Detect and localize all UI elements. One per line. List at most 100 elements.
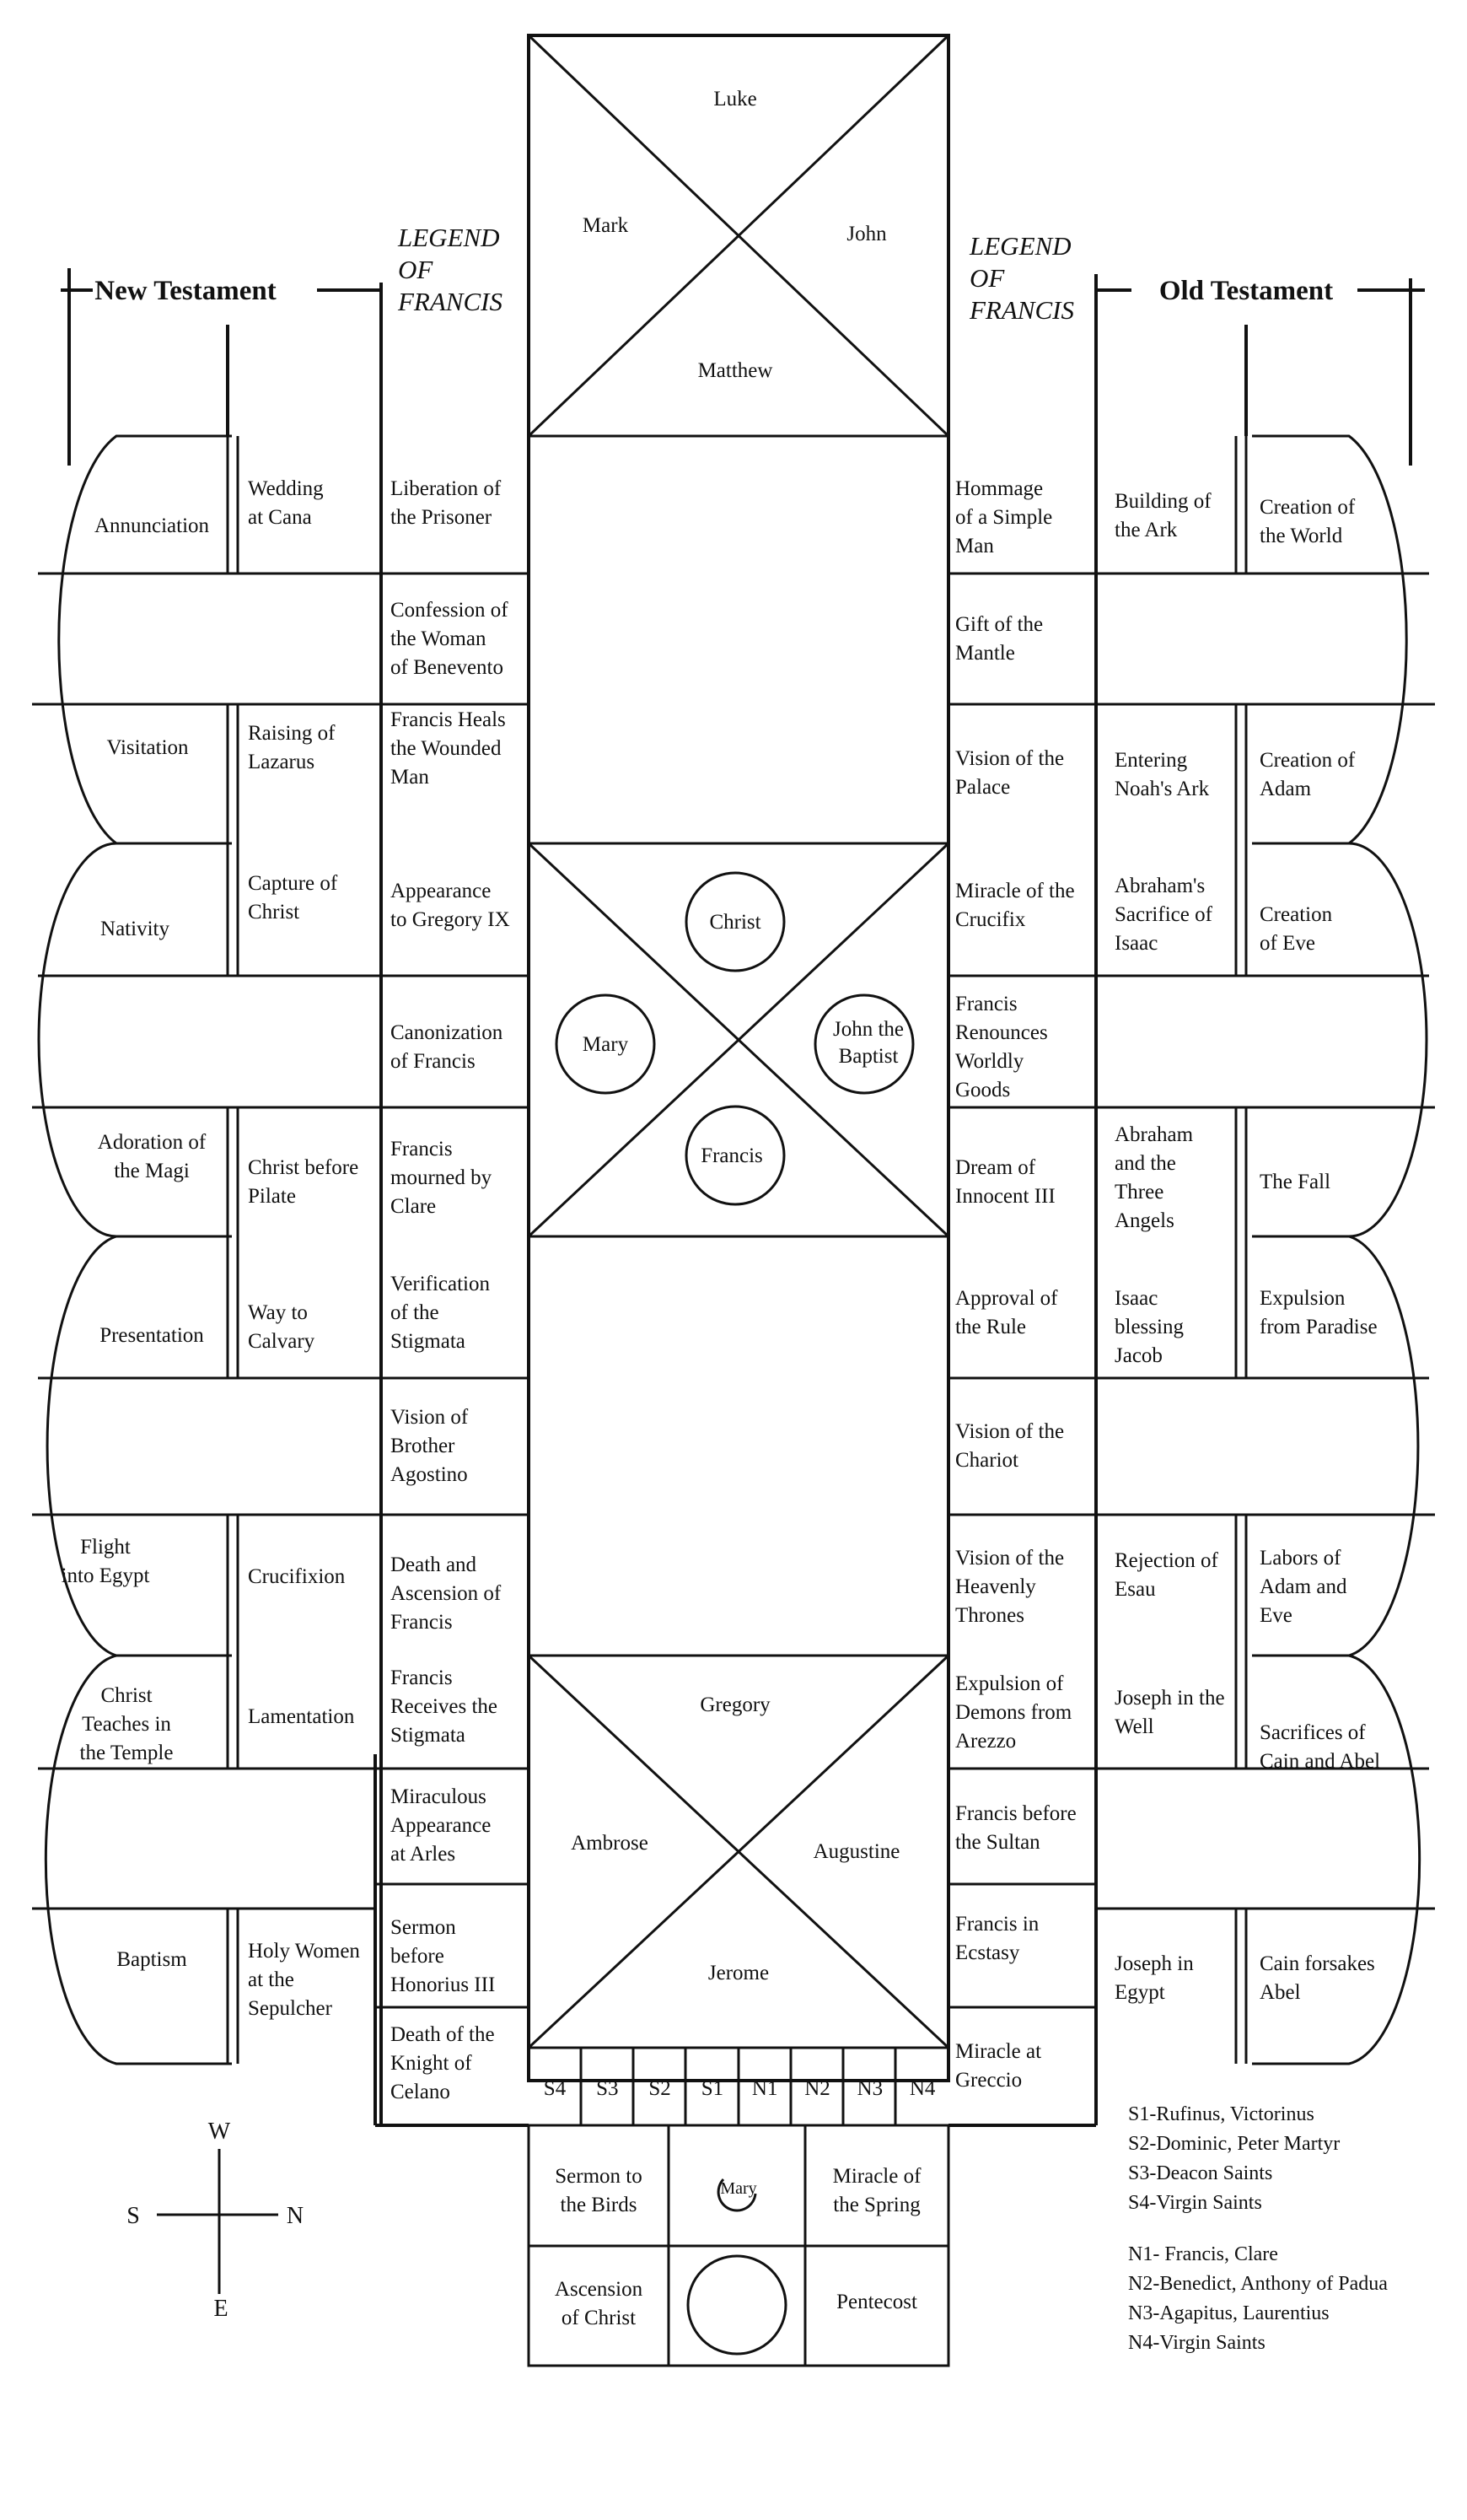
legend-right-panel: Arezzo xyxy=(955,1730,1016,1753)
legend-left-header: LEGEND OF FRANCIS xyxy=(397,223,502,316)
left-aisle-rows xyxy=(32,572,381,1910)
nt-outer-panel: Adoration of xyxy=(98,1131,207,1154)
legend-right-panel: Hommage xyxy=(955,477,1043,500)
ot-outer-panel: Creation of xyxy=(1260,496,1356,519)
right-lobe-3 xyxy=(1252,1235,1420,1657)
medallion-christ-label: Christ xyxy=(709,911,760,934)
legend-left-panel: at Arles xyxy=(390,1843,455,1866)
legend-right-panel: Vision of the xyxy=(955,1420,1064,1443)
legend-left-panel: Clare xyxy=(390,1195,436,1218)
legend-right-panel: Demons from xyxy=(955,1701,1072,1724)
left-lobe-4 xyxy=(44,1654,232,2065)
vault-mark: Mark xyxy=(583,214,629,237)
nt-outer-panel: Teaches in xyxy=(82,1713,171,1736)
legend-left-panel: Confession of xyxy=(390,599,508,622)
ot-mid-panel: Jacob xyxy=(1115,1344,1163,1367)
legend-right-panel: Goods xyxy=(955,1079,1010,1101)
legend-left-panel: the Wounded xyxy=(390,737,502,760)
legend-left-panel: to Gregory IX xyxy=(390,908,510,931)
medallion-baptist-label: Baptist xyxy=(839,1045,899,1068)
saint-cell-label: S4 xyxy=(544,2077,567,2100)
compass-rose xyxy=(157,2149,278,2294)
ot-mid-panel: Esau xyxy=(1115,1578,1156,1601)
ot-mid-panel: Entering xyxy=(1115,749,1188,772)
ot-mid-panel: Sacrifice of xyxy=(1115,903,1213,926)
nt-mid-panel: Raising of xyxy=(248,722,336,745)
nt-outer-panel: Visitation xyxy=(106,736,189,759)
nt-outer-panel: Presentation xyxy=(99,1324,204,1347)
legend-right-panel: Worldly xyxy=(955,1050,1024,1073)
compass-n: N xyxy=(287,2203,304,2229)
legend-left-line: FRANCIS xyxy=(397,287,502,316)
medallion-mary xyxy=(555,993,656,1095)
nt-outer-panel: Christ xyxy=(100,1684,152,1707)
ot-mid-panel: Noah's Ark xyxy=(1115,778,1210,800)
ot-mid-panel: Abraham's xyxy=(1115,875,1205,897)
legend-left-panel: Stigmata xyxy=(390,1724,465,1747)
legend-right-panel: Dream of xyxy=(955,1156,1036,1179)
legend-right-line: LEGEND xyxy=(969,231,1072,261)
legend-left-panel: Appearance xyxy=(390,880,491,902)
legend-left-panel: Honorius III xyxy=(390,1973,495,1996)
old-testament-header: Old Testament xyxy=(1159,276,1333,306)
nt-mid-panel: Christ before xyxy=(248,1156,358,1179)
legend-left-panel: Ascension of xyxy=(390,1582,502,1605)
right-aisle-rows xyxy=(1096,572,1435,1910)
legend-left-panel: Stigmata xyxy=(390,1330,465,1353)
ot-outer-panel: Cain and Abel xyxy=(1260,1750,1380,1773)
left-lobe-3 xyxy=(46,1235,232,1657)
legend-left-panel: of Francis xyxy=(390,1050,476,1073)
ot-mid-panel: Three xyxy=(1115,1181,1163,1203)
legend-left-panel: Miraculous xyxy=(390,1785,486,1808)
ot-mid-panel: Isaac xyxy=(1115,932,1158,955)
header-brackets xyxy=(61,268,1425,466)
ot-mid-panel: the Ark xyxy=(1115,519,1178,541)
aisle-double-lines xyxy=(226,436,1248,2064)
nt-mid-panel: Calvary xyxy=(248,1330,315,1353)
right-lobe-1 xyxy=(1252,434,1408,845)
nt-outer-panel: into Egypt xyxy=(62,1564,150,1587)
key-entry: N3-Agapitus, Laurentius xyxy=(1128,2302,1330,2324)
ot-mid-panel: Abraham xyxy=(1115,1123,1194,1146)
legend-right-panel: Francis in xyxy=(955,1913,1040,1936)
saint-cell-label: S2 xyxy=(648,2077,670,2100)
legend-left-panel: Canonization xyxy=(390,1021,503,1044)
right-lobe-2 xyxy=(1252,842,1428,1238)
legend-right-panel: Miracle at xyxy=(955,2040,1041,2063)
key-entry: N2-Benedict, Anthony of Padua xyxy=(1128,2273,1388,2295)
ot-mid-panel: Rejection of xyxy=(1115,1549,1219,1572)
legend-right-panel: Approval of xyxy=(955,1287,1058,1310)
key-entry: N4-Virgin Saints xyxy=(1128,2332,1265,2354)
compass-s: S xyxy=(126,2203,140,2229)
legend-left-panel: Agostino xyxy=(390,1463,468,1486)
legend-right-panel: Innocent III xyxy=(955,1185,1056,1208)
legend-left-panel: Celano xyxy=(390,2081,450,2103)
legend-left-line: LEGEND xyxy=(397,223,500,252)
ot-outer-panel: The Fall xyxy=(1260,1171,1330,1193)
ot-mid-panel: Building of xyxy=(1115,490,1212,513)
legend-right-panel: Chariot xyxy=(955,1449,1018,1472)
legend-left-panel: Francis xyxy=(390,1611,453,1634)
ot-outer-panel: Eve xyxy=(1260,1604,1292,1627)
vault-jerome: Jerome xyxy=(708,1962,769,1984)
saint-cell-label: N2 xyxy=(804,2077,830,2100)
legend-left-panel: Francis xyxy=(390,1667,453,1689)
ot-mid-panel: Egypt xyxy=(1115,1981,1165,2004)
mary-monogram-mark xyxy=(717,2178,757,2212)
ot-mid-panel: Joseph in xyxy=(1115,1952,1194,1975)
nt-outer-panel: the Temple xyxy=(80,1742,174,1764)
ot-outer-panel: of Eve xyxy=(1260,932,1315,955)
nt-outer-panel: Baptism xyxy=(116,1948,187,1971)
legend-right-panel: of a Simple xyxy=(955,506,1052,529)
nt-mid-panel: Way to xyxy=(248,1301,308,1324)
nt-mid-panel: Holy Women xyxy=(248,1940,360,1963)
vault-ambrose: Ambrose xyxy=(571,1832,648,1855)
ot-mid-panel: blessing xyxy=(1115,1316,1184,1338)
ot-outer-panel: Creation xyxy=(1260,903,1333,926)
saint-cell-label: N3 xyxy=(857,2077,884,2100)
